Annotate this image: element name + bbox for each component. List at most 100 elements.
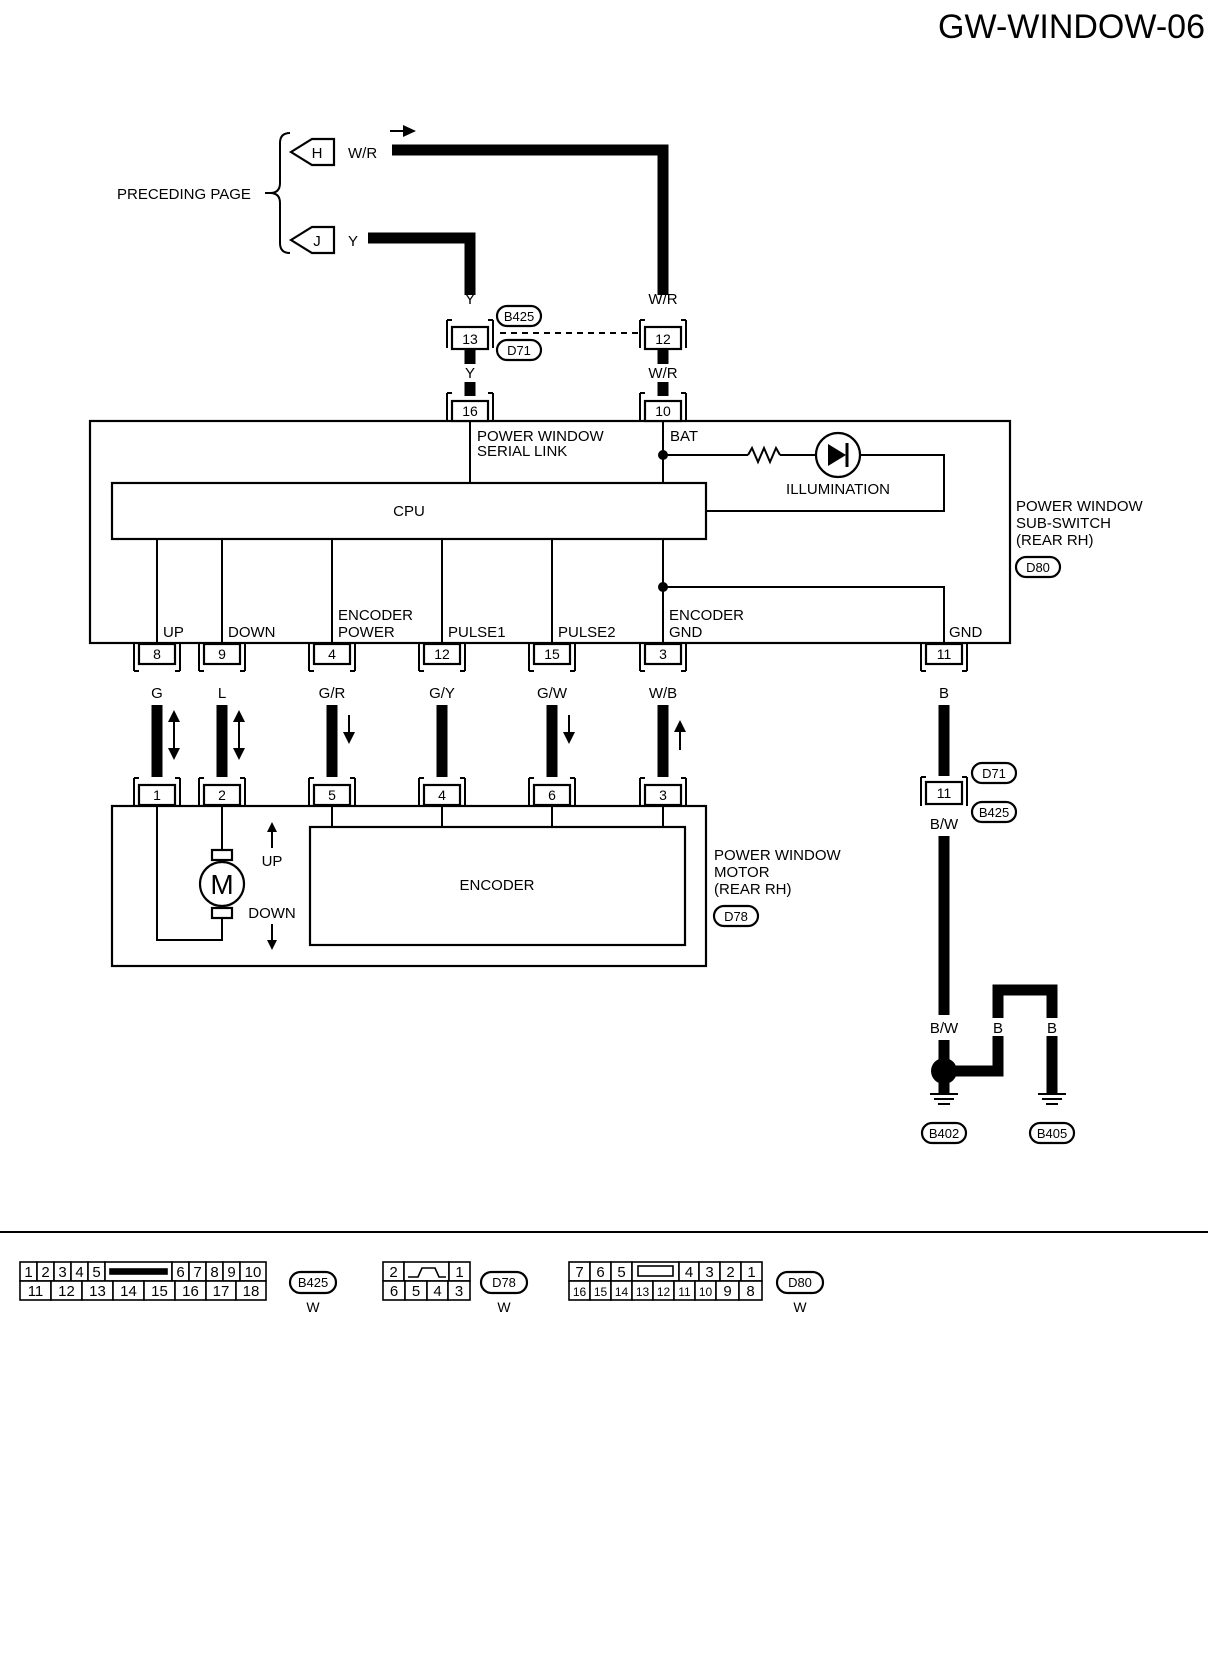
- splice-point: [931, 1058, 957, 1084]
- connector-table-b425: 1 2 3 4 5 6 7 8 9 10 11 12 13 14 15 16 1…: [19, 1261, 267, 1301]
- ground-code-b405: B405: [1028, 1121, 1076, 1145]
- svg-text:6: 6: [596, 1264, 604, 1281]
- motor-name-line3: (REAR RH): [714, 881, 792, 898]
- svg-text:10: 10: [245, 1264, 262, 1281]
- resistor-icon: [747, 445, 781, 465]
- up-arrow-icon: [674, 720, 686, 750]
- connector-badge-b425: B425: [288, 1270, 338, 1295]
- svg-text:18: 18: [243, 1283, 260, 1300]
- wire-label-g: G: [151, 685, 163, 702]
- joint-y-wire-label-top: Y: [465, 291, 475, 308]
- ref-j-wire-label: Y: [348, 233, 358, 250]
- svg-text:12: 12: [657, 1285, 671, 1299]
- led-diode-icon: [814, 431, 862, 479]
- motor-name-line1: POWER WINDOW: [714, 847, 841, 864]
- svg-text:7: 7: [193, 1264, 201, 1281]
- svg-text:4: 4: [328, 646, 336, 662]
- svg-text:15: 15: [151, 1283, 168, 1300]
- connector-table-d78: 2 1 6 5 4 3: [382, 1261, 471, 1301]
- svg-text:1: 1: [455, 1264, 463, 1281]
- svg-text:D78: D78: [724, 909, 748, 924]
- svg-text:12: 12: [58, 1283, 75, 1300]
- svg-text:11: 11: [937, 785, 952, 801]
- svg-text:4: 4: [75, 1264, 83, 1281]
- svg-text:2: 2: [726, 1264, 734, 1281]
- motor-pin-6: 6: [528, 777, 576, 807]
- sub-switch-pin-8: 8: [133, 642, 181, 672]
- signal-encoder-gnd-line2: GND: [669, 624, 703, 641]
- ground-connector-code-d71: D71: [970, 761, 1018, 785]
- sub-switch-name-line3: (REAR RH): [1016, 532, 1094, 549]
- svg-text:1: 1: [153, 787, 161, 803]
- motor-symbol: M: [210, 869, 233, 900]
- svg-text:3: 3: [659, 787, 667, 803]
- joint-y-wire-label-bottom: Y: [465, 365, 475, 382]
- svg-text:14: 14: [120, 1283, 137, 1300]
- svg-text:5: 5: [412, 1283, 420, 1300]
- down-arrow-icon: [343, 715, 355, 744]
- svg-text:6: 6: [390, 1283, 398, 1300]
- svg-text:15: 15: [594, 1285, 608, 1299]
- ref-h-wire-label: W/R: [348, 145, 377, 162]
- bidirectional-arrow-icon: [168, 710, 180, 760]
- svg-text:3: 3: [705, 1264, 713, 1281]
- wire-label-l: L: [218, 685, 226, 702]
- svg-text:4: 4: [685, 1264, 693, 1281]
- svg-text:13: 13: [462, 331, 478, 347]
- svg-text:6: 6: [176, 1264, 184, 1281]
- svg-text:16: 16: [462, 403, 478, 419]
- ground-connector-pin-11: 11: [920, 776, 968, 806]
- motor-name-line2: MOTOR: [714, 864, 770, 881]
- ground-icon: [930, 1093, 958, 1105]
- motor-pin-1: 1: [133, 777, 181, 807]
- wire-label-g-r: G/R: [319, 685, 346, 702]
- motor-pin-2: 2: [198, 777, 246, 807]
- svg-text:10: 10: [699, 1285, 713, 1299]
- svg-text:D71: D71: [982, 766, 1006, 781]
- sub-switch-pin-4: 4: [308, 642, 356, 672]
- svg-text:14: 14: [615, 1285, 629, 1299]
- svg-text:11: 11: [937, 646, 952, 662]
- sub-switch-pin-3: 3: [639, 642, 687, 672]
- svg-text:D78: D78: [492, 1275, 516, 1290]
- preceding-page-label: PRECEDING PAGE: [117, 186, 251, 203]
- svg-text:B402: B402: [929, 1126, 959, 1141]
- svg-text:2: 2: [41, 1264, 49, 1281]
- ground-connector-code-b425: B425: [970, 800, 1018, 824]
- joint-code-badge-b425: B425: [495, 304, 543, 328]
- motor-pin-3: 3: [639, 777, 687, 807]
- svg-text:D80: D80: [788, 1275, 812, 1290]
- svg-text:10: 10: [655, 403, 671, 419]
- joint-connector-pin-13: 13: [446, 319, 494, 351]
- svg-text:13: 13: [636, 1285, 650, 1299]
- svg-text:5: 5: [328, 787, 336, 803]
- signal-down: DOWN: [228, 624, 276, 641]
- preceding-page-group: PRECEDING PAGE H W/R J Y: [117, 125, 416, 255]
- wire-label-b-w-lower: B/W: [930, 1020, 959, 1037]
- bidirectional-arrow-icon: [233, 710, 245, 760]
- sub-switch-code-badge: D80: [1014, 555, 1062, 579]
- sub-switch-pin-16: 16: [446, 392, 494, 423]
- wire-label-g-w: G/W: [537, 685, 568, 702]
- connector-color-d78: W: [497, 1299, 511, 1315]
- ground-code-b402: B402: [920, 1121, 968, 1145]
- motor-pin-5: 5: [308, 777, 356, 807]
- joint-wr-wire-label-top: W/R: [648, 291, 677, 308]
- motor-pin-4: 4: [418, 777, 466, 807]
- svg-text:15: 15: [544, 646, 560, 662]
- svg-text:B425: B425: [298, 1275, 328, 1290]
- svg-text:D80: D80: [1026, 560, 1050, 575]
- connector-color-d80: W: [793, 1299, 807, 1315]
- signal-pulse1: PULSE1: [448, 624, 506, 641]
- encoder-box: [308, 825, 687, 947]
- svg-text:4: 4: [438, 787, 446, 803]
- svg-text:B425: B425: [979, 805, 1009, 820]
- wire-label-g-y: G/Y: [429, 685, 455, 702]
- svg-text:12: 12: [655, 331, 671, 347]
- sub-switch-pin-12: 12: [418, 642, 466, 672]
- signal-pulse2: PULSE2: [558, 624, 616, 641]
- wire-w-r-top: [392, 144, 669, 295]
- joint-code-badge-d71: D71: [495, 338, 543, 362]
- down-arrow-icon: [267, 924, 277, 950]
